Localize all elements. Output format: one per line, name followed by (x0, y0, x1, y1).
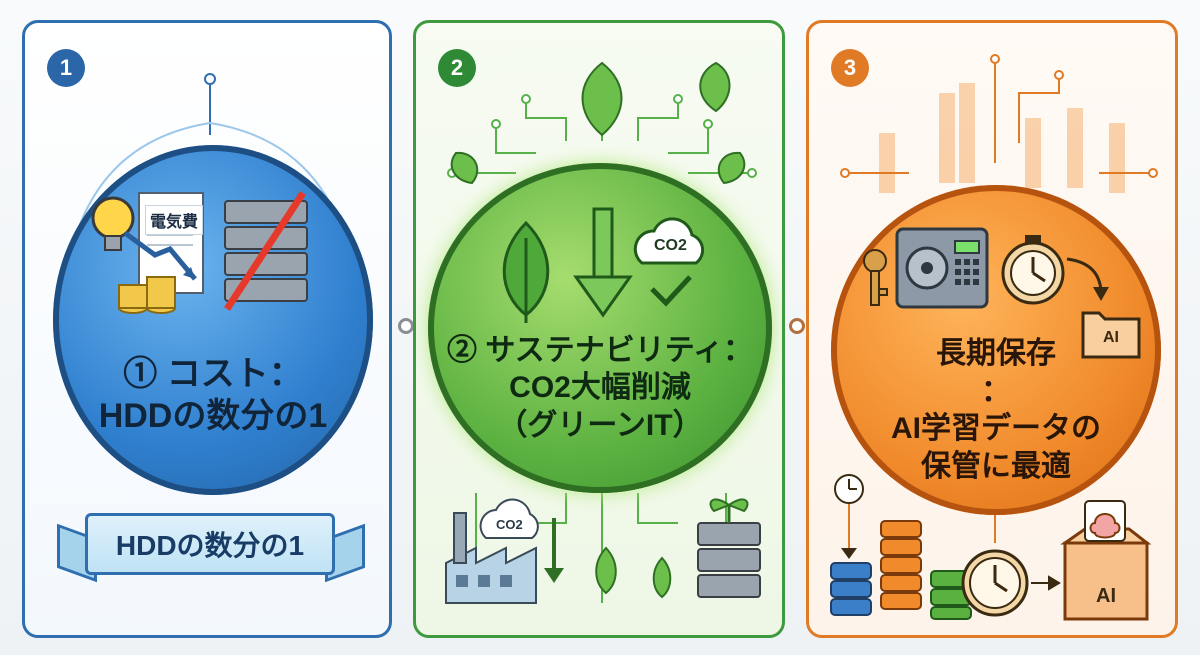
ai-folder-label: AI (1103, 329, 1119, 346)
connector-1-2 (398, 318, 414, 334)
down-arrow-icon (573, 207, 633, 318)
archive-title-line4: 保管に最適 (921, 449, 1071, 483)
archive-icons (863, 227, 1141, 359)
step-badge-3: 3 (831, 49, 869, 87)
cost-ribbon: HDDの数分の1 (85, 513, 335, 575)
co2-small-label: CO2 (496, 517, 523, 532)
key-icon (863, 249, 888, 306)
folder-icon (1081, 311, 1141, 359)
sustainability-icons (502, 207, 705, 323)
sustainability-art (445, 61, 761, 604)
cloud-icon-small (479, 498, 539, 539)
sustainability-title-line2: CO2大幅削減 (509, 371, 691, 405)
leaf-icon (502, 220, 550, 323)
data-stack-green (930, 570, 972, 620)
co2-cloud-label: CO2 (654, 237, 687, 254)
cost-title-line1: ① コスト： (123, 354, 303, 393)
cost-title: ① コスト： HDDの数分の1 (99, 353, 328, 438)
safe-icon (895, 227, 989, 309)
step-badge-2: 2 (438, 49, 476, 87)
connector-2-3 (789, 318, 805, 334)
factory-icon (445, 512, 537, 604)
panel-cost: 1 ① コスト： HDDの数分の1 (22, 20, 392, 638)
check-icon (650, 275, 692, 307)
ai-box-label: AI (1096, 584, 1116, 607)
server-icon (224, 191, 308, 311)
leaf-icon (450, 61, 746, 185)
sustainability-title-line3: （グリーンIT） (497, 408, 703, 442)
brain-box-icon (1060, 500, 1152, 621)
cost-title-line2: HDDの数分の1 (98, 397, 328, 435)
sustainability-title: ② サステナビリティ： CO2大幅削減 （グリーンIT） (447, 332, 753, 445)
coins-icon (118, 276, 176, 314)
archive-title-line3: AI学習データの (891, 412, 1101, 445)
data-stack-orange (880, 520, 922, 610)
panel-sustainability: 2 ② サステナビリティ： CO2大幅削減 （グリーンIT） (413, 20, 785, 638)
archive-title-line1: 長期保存 (936, 337, 1056, 370)
server-icon-green (697, 498, 761, 598)
cloud-icon (633, 217, 705, 265)
sustainability-title-line1: ② サステナビリティ： (447, 333, 753, 367)
lightbulb-icon (91, 196, 135, 251)
archive-title-line2: ： (981, 374, 1011, 408)
archive-title: 長期保存 ： AI学習データの 保管に最適 (891, 335, 1101, 485)
bar-chart-decoration (879, 83, 1125, 193)
stopwatch-icon (1001, 235, 1109, 305)
step-badge-1: 1 (47, 49, 85, 87)
data-stack-blue (830, 562, 872, 616)
panel-archive: 3 長期保存 ： AI学習データの 保管に最適 (806, 20, 1178, 638)
archive-art (830, 54, 1158, 621)
stopwatch-icon-large (961, 549, 1029, 617)
clock-icon (834, 474, 864, 559)
electricity-bill-label: 電気費 (145, 205, 204, 235)
brain-icon (1089, 513, 1121, 539)
